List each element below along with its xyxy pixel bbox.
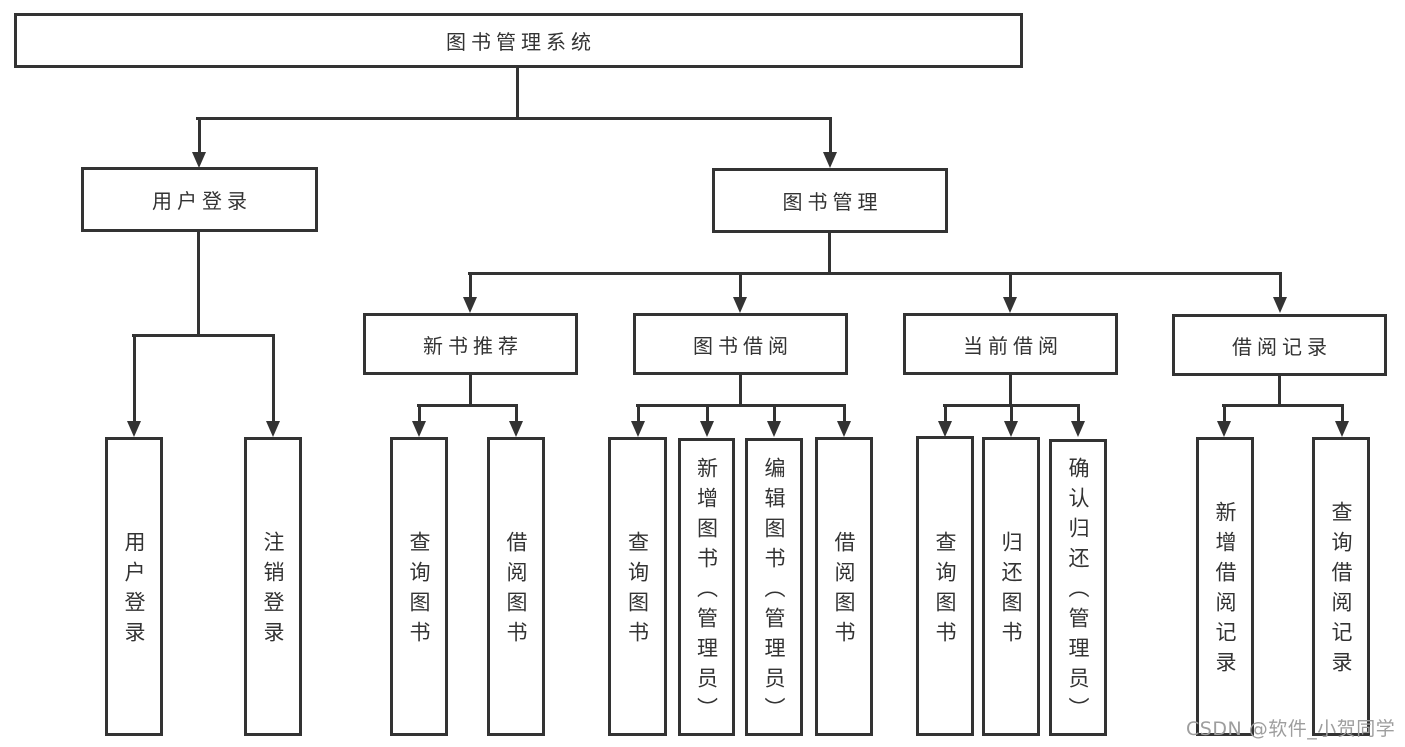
arrow-to-user-login — [192, 120, 206, 168]
arrow-to-query-books-3 — [938, 406, 952, 437]
arrow-to-book-management — [823, 120, 837, 168]
connector-current-borrowing-bus — [943, 404, 1080, 407]
node-leaf-add-book-admin: 新增图书（管理员） — [678, 438, 735, 736]
node-new-book-recommendation-label: 新书推荐 — [423, 333, 523, 358]
connector-user-login-stem — [197, 232, 200, 337]
connector-book-management-stem — [828, 233, 831, 275]
node-book-management-label: 图书管理 — [782, 190, 883, 214]
node-leaf-borrow-books-2: 借阅图书 — [815, 437, 873, 736]
node-leaf-query-books-1-label: 查询图书 — [407, 531, 431, 651]
connector-book-management-bus — [468, 272, 1282, 275]
node-leaf-query-books-2-label: 查询图书 — [625, 531, 650, 651]
connector-root-bus — [196, 117, 832, 120]
node-leaf-return-books: 归还图书 — [982, 437, 1040, 736]
connector-book-borrowing-stem — [739, 375, 742, 407]
node-borrowing-records-label: 借阅记录 — [1232, 334, 1332, 359]
node-leaf-user-login-label: 用户登录 — [122, 531, 146, 651]
connector-book-borrowing-bus — [636, 404, 846, 407]
node-leaf-query-borrow-record-label: 查询借阅记录 — [1329, 501, 1353, 681]
connector-user-login-bus — [132, 334, 275, 337]
arrow-to-edit-book-admin — [767, 406, 781, 437]
node-book-management: 图书管理 — [712, 168, 948, 233]
arrow-to-leaf-user-login — [127, 336, 141, 437]
node-leaf-query-borrow-record: 查询借阅记录 — [1312, 437, 1370, 736]
connector-new-book-bus — [417, 404, 518, 407]
connector-borrowing-records-stem — [1278, 376, 1281, 407]
arrow-to-query-borrow-record — [1335, 406, 1349, 437]
node-leaf-edit-book-admin: 编辑图书（管理员） — [745, 438, 803, 736]
node-leaf-logout: 注销登录 — [244, 437, 302, 736]
node-new-book-recommendation: 新书推荐 — [363, 313, 578, 375]
connector-borrowing-records-bus — [1222, 404, 1344, 407]
node-current-borrowing: 当前借阅 — [903, 313, 1118, 375]
arrow-to-new-book-recommendation — [463, 274, 477, 313]
node-leaf-query-books-3-label: 查询图书 — [933, 530, 957, 651]
csdn-watermark: CSDN @软件_小贺同学 — [1186, 718, 1396, 740]
node-user-login: 用户登录 — [81, 167, 318, 232]
node-leaf-borrow-books-1: 借阅图书 — [487, 437, 545, 736]
arrow-to-query-books-2 — [631, 406, 645, 437]
arrow-to-confirm-return-admin — [1071, 406, 1085, 437]
node-leaf-user-login: 用户登录 — [105, 437, 163, 736]
arrow-to-borrow-books-1 — [509, 406, 523, 437]
node-book-borrowing: 图书借阅 — [633, 313, 848, 375]
node-leaf-logout-label: 注销登录 — [261, 531, 285, 651]
node-leaf-return-books-label: 归还图书 — [999, 531, 1023, 651]
node-leaf-confirm-return-admin-label: 确认归还（管理员） — [1066, 457, 1090, 727]
node-root-label: 图书管理系统 — [446, 30, 596, 54]
arrow-to-leaf-logout — [266, 336, 280, 437]
connector-new-book-stem — [469, 375, 472, 407]
arrow-to-add-book-admin — [700, 406, 714, 437]
arrow-to-borrowing-records — [1273, 274, 1287, 313]
node-borrowing-records: 借阅记录 — [1172, 314, 1387, 376]
arrow-to-add-borrow-record — [1217, 406, 1231, 437]
node-root: 图书管理系统 — [14, 13, 1023, 68]
arrow-to-current-borrowing — [1003, 274, 1017, 313]
arrow-to-book-borrowing — [733, 274, 747, 313]
node-current-borrowing-label: 当前借阅 — [963, 333, 1063, 358]
node-book-borrowing-label: 图书借阅 — [693, 333, 793, 358]
node-leaf-query-books-3: 查询图书 — [916, 436, 974, 736]
arrow-to-query-books-1 — [412, 406, 426, 437]
connector-root-stem — [516, 68, 519, 118]
node-leaf-borrow-books-1-label: 借阅图书 — [504, 531, 528, 651]
arrow-to-borrow-books-2 — [837, 406, 851, 437]
node-leaf-confirm-return-admin: 确认归还（管理员） — [1049, 439, 1107, 736]
node-leaf-add-book-admin-label: 新增图书（管理员） — [694, 456, 719, 727]
node-leaf-edit-book-admin-label: 编辑图书（管理员） — [762, 456, 786, 727]
arrow-to-return-books — [1004, 406, 1018, 437]
node-leaf-query-books-2: 查询图书 — [608, 437, 667, 736]
node-leaf-borrow-books-2-label: 借阅图书 — [832, 531, 856, 651]
node-user-login-label: 用户登录 — [152, 189, 252, 213]
node-leaf-query-books-1: 查询图书 — [390, 437, 448, 736]
node-leaf-add-borrow-record: 新增借阅记录 — [1196, 437, 1254, 736]
connector-current-borrowing-stem — [1009, 375, 1012, 407]
node-leaf-add-borrow-record-label: 新增借阅记录 — [1213, 501, 1237, 681]
